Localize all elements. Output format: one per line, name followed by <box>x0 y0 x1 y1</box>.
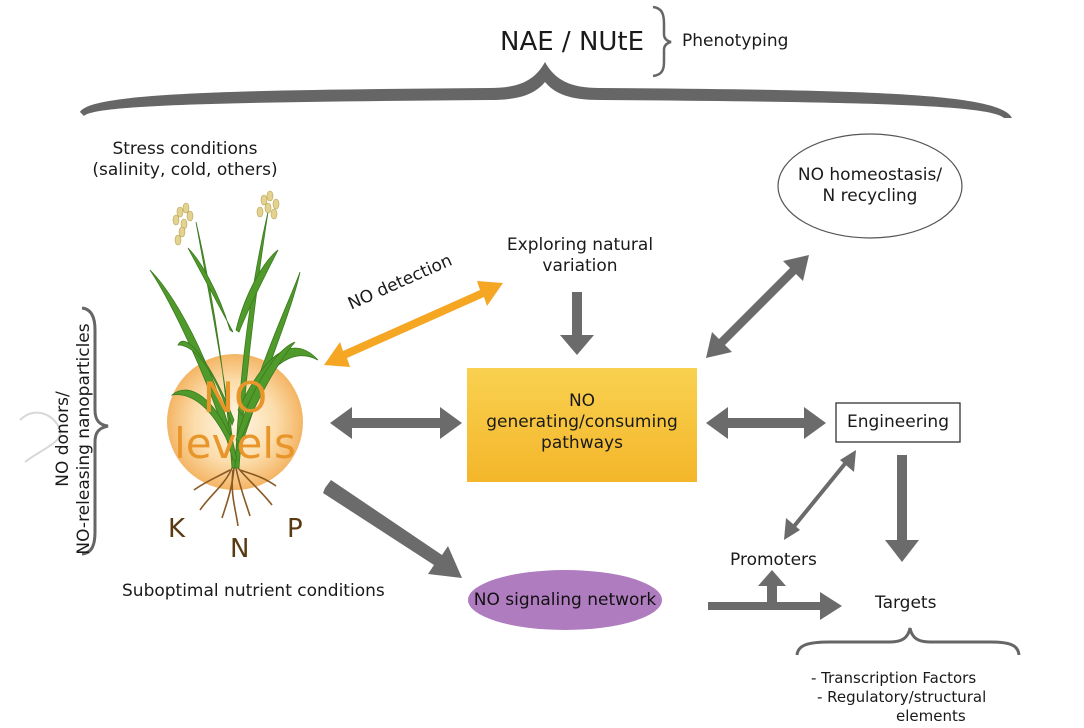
homeostasis-ellipse <box>777 133 963 239</box>
engineering-label: Engineering <box>847 412 949 432</box>
stress-line-1: Stress conditions <box>112 139 258 159</box>
variation-line-1: Exploring natural <box>506 235 654 255</box>
targets-bottom-brace <box>795 627 1021 656</box>
homeostasis-line-2: N recycling <box>822 186 918 206</box>
engineering-box <box>835 402 961 443</box>
arrow-to-promoters <box>758 570 786 606</box>
arrow-pathways-homeostasis <box>706 255 809 358</box>
plant-panicles <box>172 190 280 246</box>
no-levels-circle <box>167 354 303 490</box>
arrow-promoters-engineering <box>784 450 856 540</box>
targets-item-2: - Regulatory/structural <box>817 688 987 706</box>
donors-line-2: NO-releasing nanoparticles <box>74 323 94 555</box>
phenotyping-top-brace <box>80 62 1012 118</box>
stress-conditions-label: Stress conditions (salinity, cold, other… <box>55 139 315 181</box>
arrows <box>323 255 919 620</box>
signaling-ellipse <box>468 570 662 630</box>
phenotyping-small-brace <box>652 5 672 78</box>
donors-label: NO donors/ NO-releasing nanoparticles <box>53 309 95 569</box>
arrow-pathways-engineering <box>706 407 826 439</box>
pathways-label: NO generating/consuming pathways <box>467 391 697 454</box>
homeostasis-line-1: NO homeostasis/ <box>797 165 943 185</box>
arrow-no-detection <box>324 281 503 367</box>
arrow-variation-pathways <box>560 292 594 355</box>
promoters-label: Promoters <box>730 550 817 570</box>
arrow-levels-pathways <box>330 407 462 439</box>
donors-line-1: NO donors/ <box>53 391 73 487</box>
arrow-levels-signaling <box>323 480 462 578</box>
targets-label: Targets <box>875 593 937 613</box>
suboptimal-label: Suboptimal nutrient conditions <box>122 581 385 601</box>
faint-squiggle <box>19 411 62 463</box>
pathways-line-2: generating/consuming <box>486 412 678 432</box>
pathways-line-3: pathways <box>541 433 623 453</box>
phenotyping-label: Phenotyping <box>682 31 789 51</box>
arrow-engineering-targets <box>885 455 919 562</box>
signaling-label: NO signaling network <box>473 590 657 610</box>
nutrient-p: P <box>287 514 303 544</box>
variation-line-2: variation <box>542 256 618 276</box>
donors-side-brace <box>81 306 109 556</box>
natural-variation-label: Exploring natural variation <box>470 235 690 277</box>
targets-item-1: - Transcription Factors <box>811 669 977 687</box>
nutrient-n: N <box>230 534 250 564</box>
stress-line-2: (salinity, cold, others) <box>92 160 278 180</box>
pathways-box <box>467 368 697 482</box>
nutrient-k: K <box>168 514 186 544</box>
pathways-line-1: NO <box>568 391 596 411</box>
plant-roots <box>193 467 277 527</box>
no-levels-label: NO levels <box>165 375 305 467</box>
homeostasis-label: NO homeostasis/ N recycling <box>790 165 950 207</box>
plant-leaves <box>149 211 319 469</box>
nae-nute-label: NAE / NUtE <box>500 27 645 57</box>
no-levels-line-1: NO <box>202 373 268 422</box>
targets-item-3: elements <box>896 707 966 725</box>
no-levels-line-2: levels <box>174 419 296 468</box>
